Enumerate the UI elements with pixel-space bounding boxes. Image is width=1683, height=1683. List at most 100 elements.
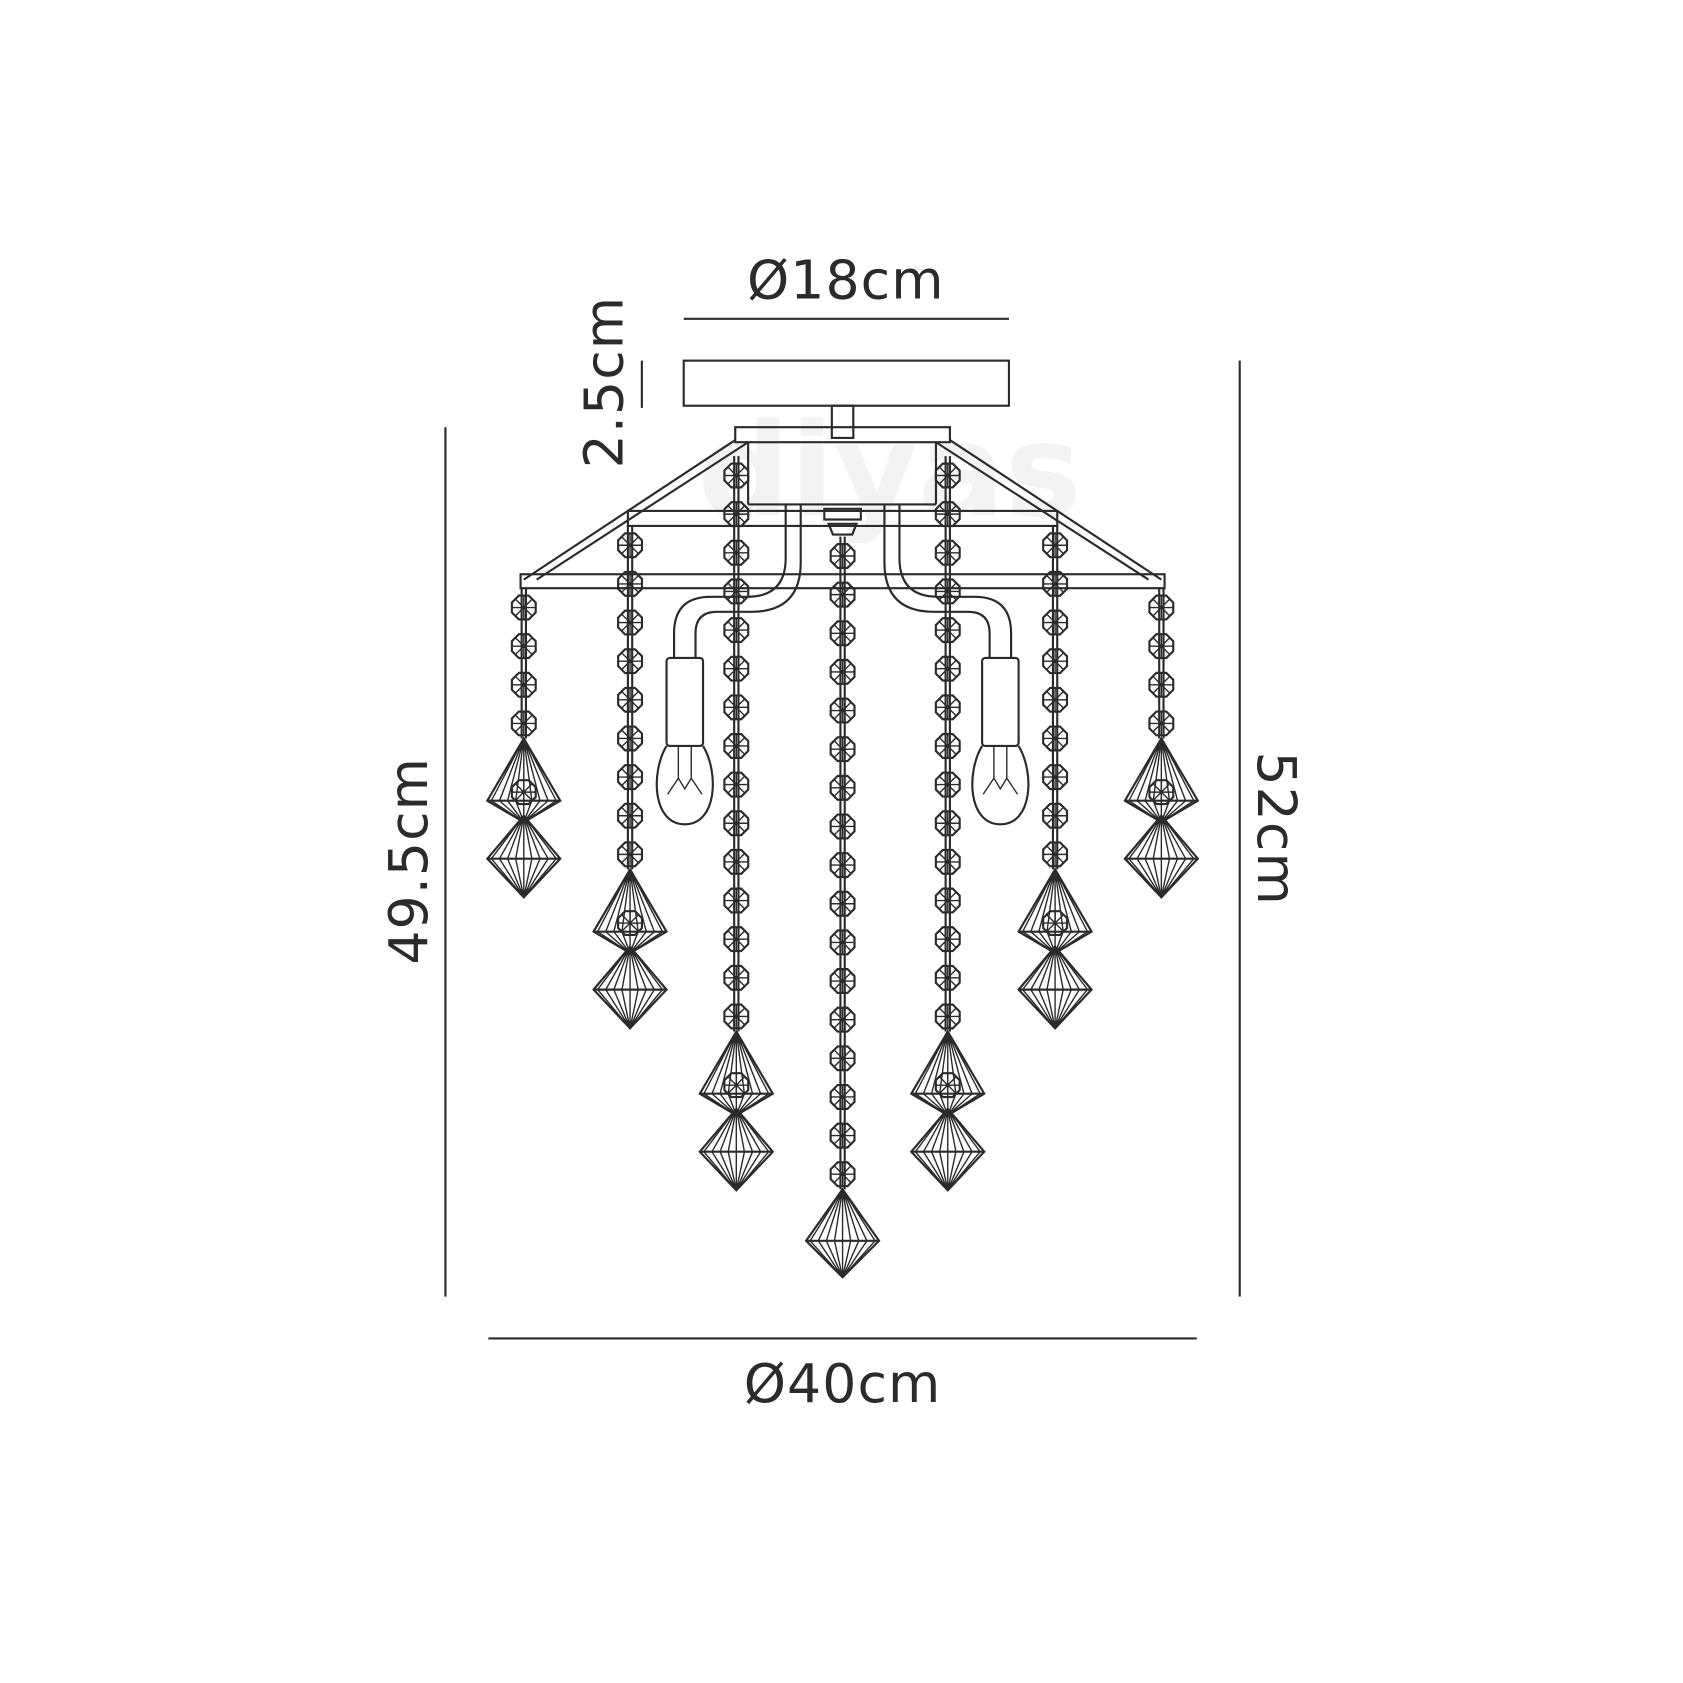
candle-bulb [655,745,714,826]
dimension-overall-height: 52cm [1238,360,1308,1297]
crystal-bead [829,658,856,685]
crystal-bead [934,771,961,798]
crystal-bead [510,671,537,698]
crystal-bead [723,617,750,644]
crystal-drop [1123,588,1200,899]
center-finial [823,507,862,536]
crystal-drop [592,525,669,1030]
lamp-arm-left [672,504,787,658]
dimension-canopy-diameter: Ø18cm [683,248,1009,320]
crystal-bead [829,1006,856,1033]
middle-ring [626,509,1059,528]
dimension-label: 2.5cm [573,296,636,468]
crystal-bead [829,929,856,956]
crystal-bead [829,736,856,763]
bulb-lamp [655,656,714,826]
crystal-bead [617,764,644,791]
crystal-bead [723,462,750,489]
bulb-lamp [971,656,1030,826]
filament [982,745,1019,795]
crystal-bead [617,686,644,713]
crystal-bead [1042,725,1069,752]
crystal-bead [617,609,644,636]
crystal-bead [1042,802,1069,829]
crystal-bead [617,725,644,752]
crystal-bead [934,1072,961,1099]
crystal-bead [723,732,750,759]
crystal-bead [1042,841,1069,868]
crystal-drop [485,588,562,899]
crystal-bead [723,501,750,528]
crystal-bead [617,532,644,559]
crystal-bead [934,694,961,721]
crystal-bead [723,926,750,953]
crystal-drop [698,456,775,1192]
candle-bulb [971,745,1030,826]
crystal-bead [934,810,961,837]
lamp-arm-right [898,504,1013,658]
crystal-bead [934,539,961,566]
crystal-bead [723,539,750,566]
crystal-bead [829,852,856,879]
crystal-bead [829,1045,856,1072]
dimension-label: 49.5cm [377,757,440,965]
crystal-drop [804,536,881,1279]
crystal-bead [723,578,750,605]
crystal-bead [1148,710,1175,737]
crystal-bead [617,802,644,829]
crystal-bead [510,710,537,737]
lamp-socket [981,656,1020,748]
crystal-bead [723,887,750,914]
crystal-bead [723,848,750,875]
crystal-pendant [485,814,562,899]
crystal-drop [909,456,986,1192]
crystal-pendant [698,1107,775,1192]
crystal-pendant [1017,945,1094,1030]
crystal-bead [1148,594,1175,621]
crystal-bead [829,543,856,569]
fixture-frame [519,359,1166,658]
crystal-bead [510,594,537,621]
crystal-bead [934,462,961,489]
crystal-pendant [592,945,668,1030]
crystal-bead [829,968,856,995]
watermark-logo: diyas [698,396,1082,546]
crystal-bead [1042,910,1069,937]
top-plate [734,426,951,444]
crystal-bead [934,964,961,991]
dimension-overall-diameter: Ø40cm [488,1337,1197,1415]
crystal-bead [934,926,961,953]
crystal-bead [829,813,856,840]
filament [667,745,703,795]
crystal-bead [829,890,856,917]
crystal-bead [934,848,961,875]
crystal-bead [829,620,856,647]
crystal-bead [829,1122,856,1149]
crystal-bead [934,887,961,914]
crystal-bead [617,841,644,868]
dimension-body-height: 49.5cm [377,427,447,1297]
crystal-bead [934,655,961,682]
crystal-bead [934,732,961,759]
crystal-bead [934,578,961,605]
crystal-bead [617,570,644,597]
lamp-socket [665,656,705,748]
crystal-bead [510,779,537,806]
crystal-bead [934,501,961,528]
crystal-bead [723,1072,750,1099]
crystal-bead [1042,764,1069,791]
crystal-bead [617,910,644,937]
crystal-bead [1148,779,1175,806]
crystal-bead [1042,532,1069,559]
stem [830,404,855,439]
crystal-bead [723,810,750,837]
crystal-pendant [1123,814,1200,899]
crystal-bead [829,1083,856,1110]
crystal-bead [829,774,856,801]
crystal-bead [1042,686,1069,713]
crystal-bead [934,617,961,644]
crystal-pendant [804,1187,881,1279]
crystal-bead [617,648,644,675]
